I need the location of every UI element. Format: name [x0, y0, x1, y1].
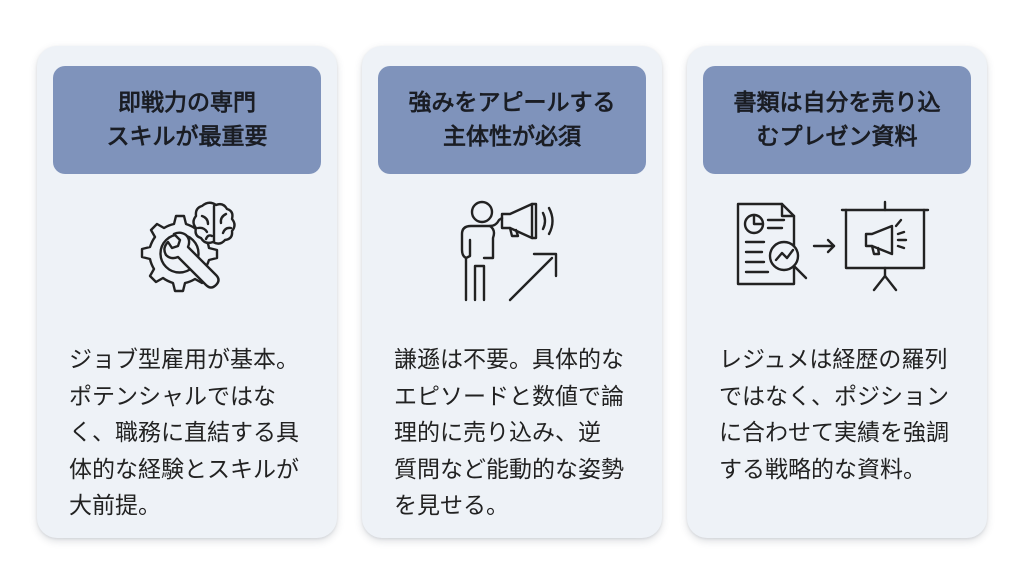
- card-title-line-1: 強みをアピールする: [408, 90, 616, 116]
- card-body-line: く、職務に直結する具: [69, 420, 299, 446]
- card-body: ジョブ型雇用が基本。 ポテンシャルではな く、職務に直結する具 体的な経験とスキ…: [69, 342, 319, 525]
- card-title-line-1: 書類は自分を売り込: [733, 90, 941, 116]
- card-title-line-2: スキルが最重要: [106, 124, 268, 150]
- card-body-line: 理的に売り込み、逆: [394, 420, 601, 446]
- card-body-line: 体的な経験とスキルが: [69, 456, 299, 483]
- person-megaphone-arrow-icon: [452, 196, 572, 308]
- card-body-line: ポテンシャルではな: [69, 383, 276, 410]
- card-body-line: 大前提。: [69, 493, 161, 519]
- card-title-line-2: むプレゼン資料: [756, 124, 918, 150]
- card-body: レジュメは経歴の羅列 ではなく、ポジション に合わせて実績を強調 する戦略的な資…: [719, 342, 969, 488]
- card-body-line: 謙遜は不要。具体的な: [394, 347, 624, 373]
- card-title-line-1: 即戦力の専門: [118, 90, 256, 116]
- card-body-line: を見せる。: [394, 493, 509, 519]
- card-resume-presentation: 書類は自分を売り込 むプレゼン資料: [687, 46, 987, 538]
- gear-brain-wrench-icon: [132, 196, 242, 306]
- card-header: 強みをアピールする 主体性が必須: [378, 66, 646, 174]
- card-body-line: ジョブ型雇用が基本。: [69, 347, 299, 373]
- card-title-line-2: 主体性が必須: [443, 124, 581, 150]
- card-specialist-skills: 即戦力の専門 スキルが最重要 ジョブ型雇用が基本。 ポテンシャルではな く、職務…: [37, 46, 337, 538]
- card-body-line: レジュメは経歴の羅列: [719, 347, 948, 373]
- card-body-line: に合わせて実績を強調: [719, 420, 949, 446]
- card-body-line: エピソードと数値で論: [394, 383, 624, 410]
- card-self-promotion: 強みをアピールする 主体性が必須 謙遜は不要。具体的な エピソードと数値で論 理…: [362, 46, 662, 538]
- document-to-presentation-icon: [732, 196, 942, 292]
- card-body: 謙遜は不要。具体的な エピソードと数値で論 理的に売り込み、逆 質問など能動的な…: [394, 342, 644, 525]
- card-header: 書類は自分を売り込 むプレゼン資料: [703, 66, 971, 174]
- card-body-line: ではなく、ポジション: [719, 383, 949, 410]
- card-header: 即戦力の専門 スキルが最重要: [53, 66, 321, 174]
- card-body-line: 質問など能動的な姿勢: [394, 456, 624, 483]
- card-body-line: する戦略的な資料。: [719, 456, 926, 483]
